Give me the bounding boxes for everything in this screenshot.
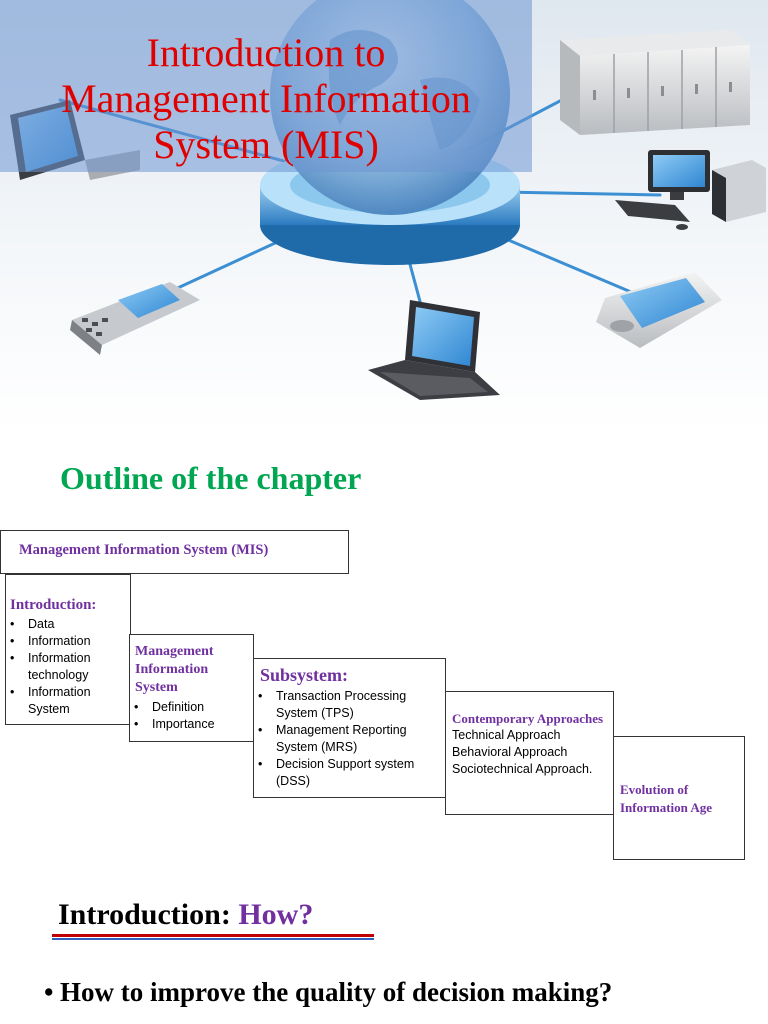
title-line: System (MIS): [153, 122, 379, 167]
introduction-list: Data Information Information technology …: [6, 616, 130, 718]
heading-text: Introduction:: [58, 898, 231, 931]
introduction-box: Introduction: Data Information Informati…: [5, 574, 131, 725]
approach-line: Behavioral Approach: [452, 745, 568, 759]
list-item: Information technology: [6, 650, 130, 684]
list-item: Information System: [6, 684, 130, 718]
contemporary-heading: Contemporary Approaches: [452, 711, 604, 726]
laptop-icon: [368, 300, 500, 400]
title-panel: [0, 0, 532, 172]
mis-box: Management Information System (MIS): [0, 530, 349, 574]
heading-highlight: How?: [238, 898, 314, 931]
heading-underline-red: [52, 934, 374, 937]
subsystem-list: Transaction Processing System (TPS) Mana…: [254, 688, 445, 790]
pda-device-icon: [596, 272, 722, 348]
introduction-heading: Introduction:: [10, 597, 97, 613]
question-text: How to improve the quality of decision m…: [60, 977, 613, 1007]
list-item: Management Reporting System (MRS): [254, 722, 445, 756]
title-slide: Introduction to Management Information S…: [0, 0, 768, 432]
list-item: Importance: [130, 716, 253, 733]
evolution-box: Evolution of Information Age: [613, 736, 745, 860]
introduction-slide: Introduction: How? •How to improve the q…: [0, 864, 768, 1024]
list-item: Data: [6, 616, 130, 633]
question-bullet: •How to improve the quality of decision …: [44, 976, 744, 1009]
evolution-heading: Evolution of Information Age: [620, 782, 713, 815]
title-line: Introduction to: [146, 30, 386, 75]
server-rack-icon: [560, 30, 750, 135]
desktop-computer-icon: [615, 150, 766, 230]
list-item: Transaction Processing System (TPS): [254, 688, 445, 722]
list-item: Decision Support system (DSS): [254, 756, 445, 790]
list-item: Information: [6, 633, 130, 650]
mgmt-list: Definition Importance: [130, 699, 253, 733]
approach-line: Sociotechnical Approach.: [452, 762, 593, 776]
mobile-phone-icon: [70, 282, 200, 355]
outline-slide: Outline of the chapter Management Inform…: [0, 432, 768, 864]
bullet-glyph: •: [44, 977, 54, 1007]
outline-title: Outline of the chapter: [60, 460, 362, 496]
mgmt-heading: Management Information System: [135, 644, 214, 695]
list-item: Definition: [130, 699, 253, 716]
subsystem-box: Subsystem: Transaction Processing System…: [253, 658, 446, 798]
subsystem-heading: Subsystem:: [260, 665, 349, 685]
title-line: Management Information: [61, 76, 471, 121]
heading-underline-blue: [52, 938, 374, 940]
contemporary-approaches-box: Contemporary Approaches Technical Approa…: [445, 691, 614, 815]
introduction-heading: Introduction: How?: [58, 898, 313, 932]
approach-line: Technical Approach: [452, 728, 561, 742]
management-information-system-box: Management Information System Definition…: [129, 634, 254, 742]
slide-title: Introduction to Management Information S…: [0, 30, 532, 168]
mis-box-heading: Management Information System (MIS): [19, 542, 269, 558]
